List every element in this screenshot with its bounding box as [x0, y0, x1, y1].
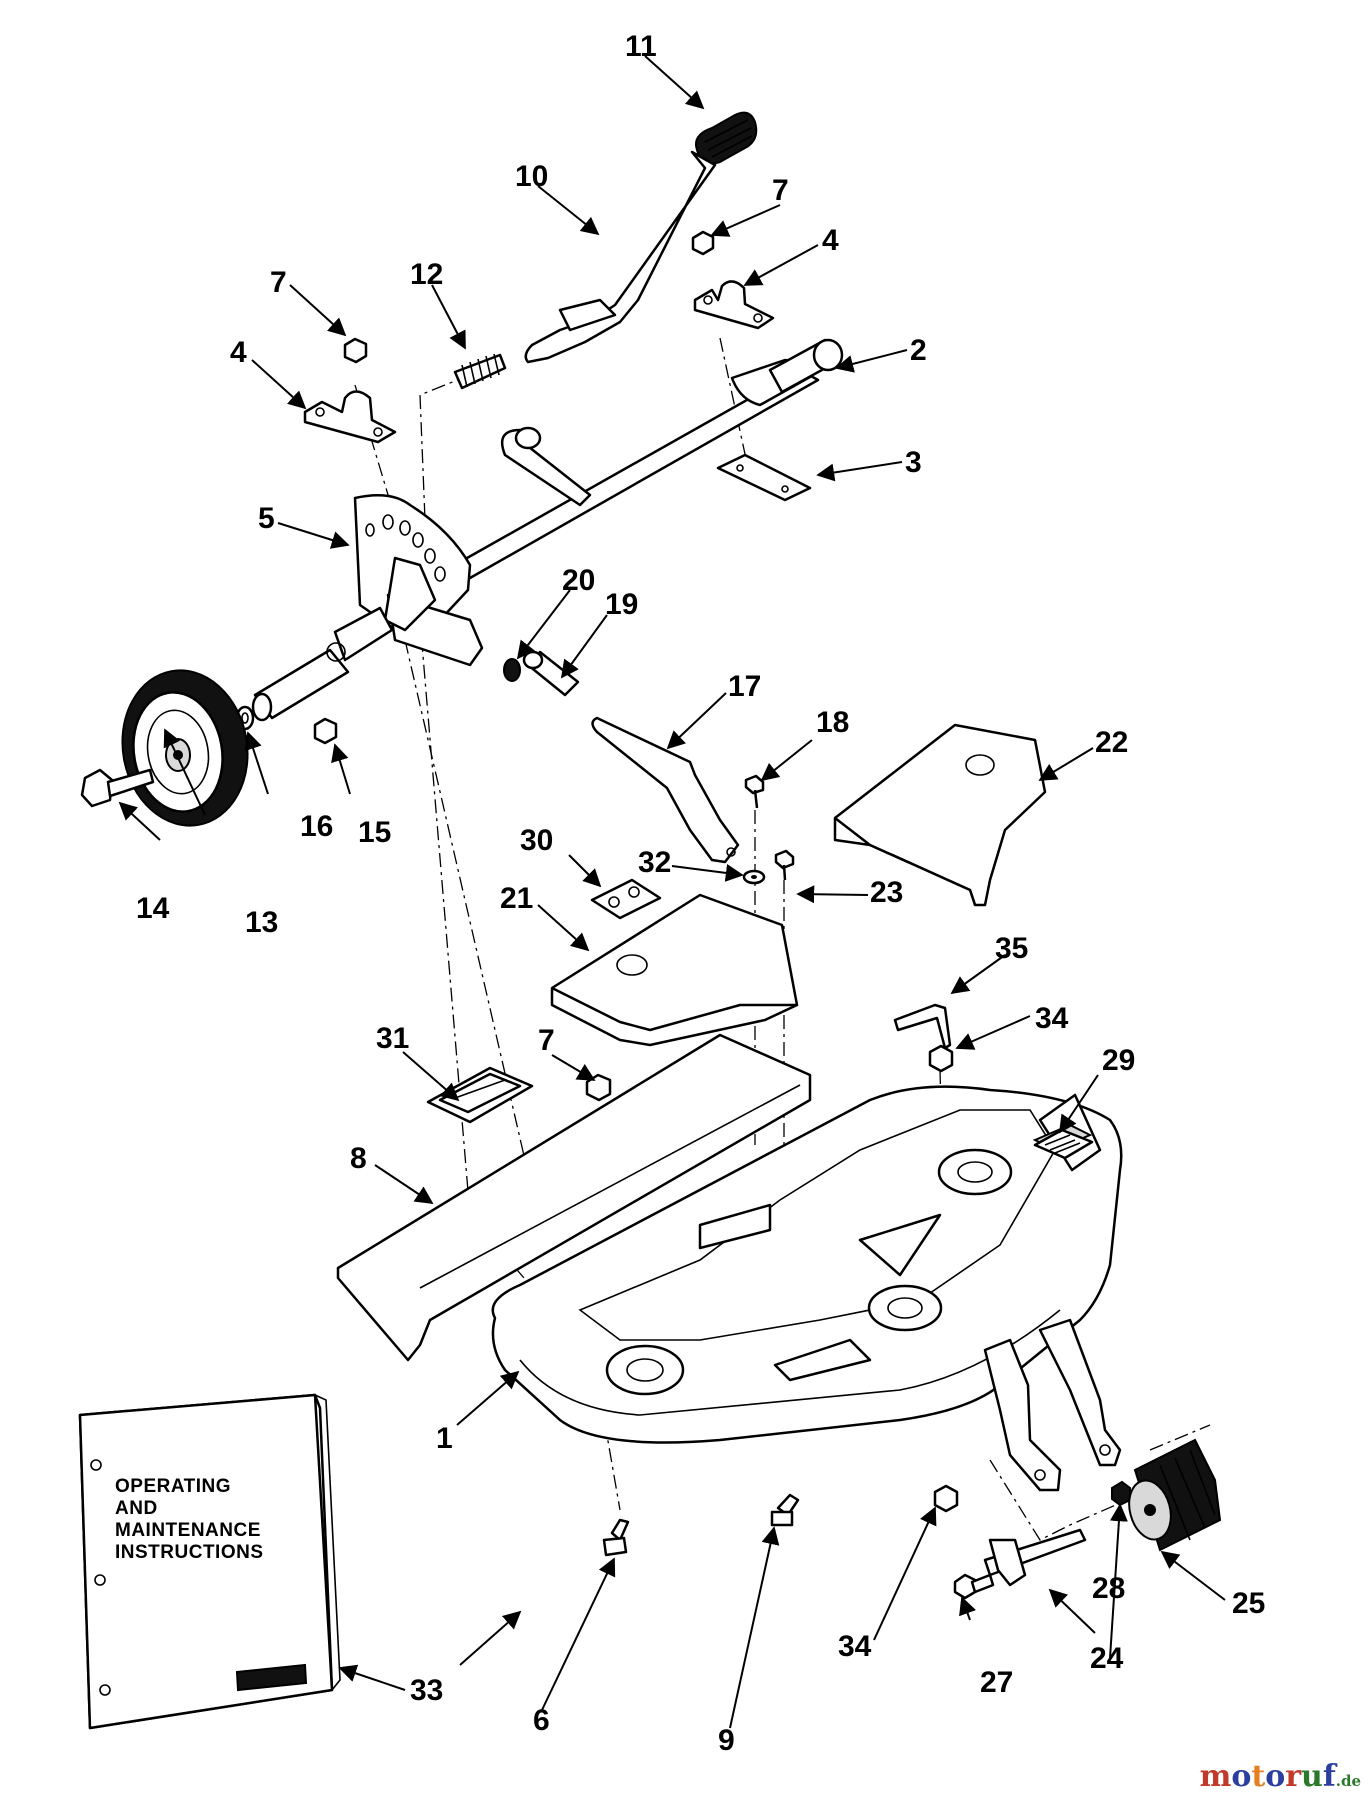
- callout-2: 2: [910, 334, 927, 367]
- part-9-screw: [770, 1493, 800, 1527]
- callout-6: 6: [533, 1704, 550, 1737]
- part-7-nut-top-left: [343, 337, 368, 364]
- callout-5: 5: [258, 502, 275, 535]
- part-8-baffle: [336, 1033, 812, 1362]
- manual-title-line-1: OPERATING: [115, 1476, 231, 1497]
- part-24-pin: [983, 1528, 1087, 1587]
- callout-34-upper: 34: [1035, 1002, 1069, 1035]
- part-32-washer: [742, 869, 766, 885]
- callout-34-lower: 34: [838, 1630, 872, 1663]
- part-7-nut-middle: [585, 1073, 612, 1102]
- part-28-nut: [1111, 1480, 1131, 1507]
- callout-8: 8: [350, 1142, 367, 1175]
- watermark-logo: motoruf.de: [1200, 1759, 1361, 1794]
- callout-4-left: 4: [230, 336, 247, 369]
- part-31-decal: [426, 1066, 534, 1124]
- part-35-hook: [893, 1003, 952, 1050]
- part-21-cover: [550, 893, 799, 1047]
- callout-15: 15: [358, 816, 391, 849]
- part-19-spacer: [522, 650, 580, 697]
- part-22-cover: [833, 723, 1047, 907]
- part-11-handle-grip: [695, 111, 758, 165]
- part-27-bolt: [953, 1573, 995, 1600]
- part-23-bolt: [774, 849, 795, 881]
- callout-25: 25: [1232, 1587, 1265, 1620]
- callout-33: 33: [410, 1674, 443, 1707]
- callout-9: 9: [718, 1724, 735, 1757]
- watermark-letter-m: m: [1199, 1759, 1232, 1794]
- callout-20: 20: [562, 564, 595, 597]
- callout-10: 10: [515, 160, 548, 193]
- part-10-lift-handle: [524, 150, 717, 364]
- part-34-nut-lower: [933, 1484, 959, 1513]
- callout-35: 35: [995, 932, 1028, 965]
- callout-13: 13: [245, 906, 278, 939]
- callout-7-top-left: 7: [270, 266, 287, 299]
- callout-14: 14: [136, 892, 170, 925]
- callout-22: 22: [1095, 726, 1128, 759]
- part-20-washer: [503, 658, 521, 682]
- manual-title-line-2: AND: [115, 1498, 158, 1519]
- watermark-letter-r: r: [1285, 1759, 1302, 1794]
- part-12-spring: [453, 353, 507, 390]
- callout-12: 12: [410, 258, 443, 291]
- part-4-clamp-left: [303, 390, 397, 444]
- callout-28: 28: [1092, 1572, 1125, 1605]
- part-14-bolt: [80, 768, 155, 808]
- callout-11: 11: [625, 30, 657, 63]
- part-4-clamp-right: [693, 280, 775, 330]
- callout-18: 18: [816, 706, 849, 739]
- callout-7-top-right: 7: [772, 174, 789, 207]
- callout-1: 1: [436, 1422, 453, 1455]
- watermark-letter-t: t: [1251, 1759, 1266, 1794]
- callout-30: 30: [520, 824, 553, 857]
- part-13-wheel: [121, 669, 249, 827]
- part-3-plate: [716, 453, 812, 502]
- callout-7-middle: 7: [538, 1024, 555, 1057]
- part-7-nut-top-right: [691, 230, 715, 256]
- part-25-roller: [1128, 1438, 1222, 1552]
- part-rear-brackets: [983, 1318, 1122, 1492]
- callout-4-right: 4: [822, 224, 839, 257]
- part-2-lift-shaft: [458, 338, 844, 580]
- part-15-nut: [313, 717, 338, 745]
- callout-31: 31: [376, 1022, 409, 1055]
- callout-16: 16: [300, 810, 333, 843]
- callout-labels: 1 2 3 4 4 5 6 7 7 7 7 8 9 10 11 12 13 14…: [136, 30, 1265, 1757]
- part-6-screw: [602, 1518, 630, 1557]
- watermark-letter-o: o: [1231, 1759, 1252, 1794]
- callout-3: 3: [905, 446, 922, 479]
- callout-19: 19: [605, 588, 638, 621]
- callout-29: 29: [1102, 1044, 1135, 1077]
- part-axle-assembly: [251, 606, 394, 722]
- callout-27: 27: [980, 1666, 1013, 1699]
- part-29-decal: [1033, 1128, 1094, 1160]
- part-5-bracket: [353, 493, 484, 667]
- part-30-decal: [590, 878, 662, 920]
- callout-21: 21: [500, 882, 533, 915]
- callout-32: 32: [638, 846, 671, 879]
- watermark-letter-u: u: [1301, 1759, 1323, 1794]
- manual-title-line-4: INSTRUCTIONS: [115, 1542, 264, 1563]
- watermark-letter-f: f: [1322, 1759, 1336, 1794]
- part-18-bolt: [744, 774, 765, 809]
- callout-23: 23: [870, 876, 903, 909]
- part-34-nut-upper: [928, 1044, 954, 1073]
- watermark-letter-o-2: o: [1265, 1759, 1286, 1794]
- manual-title-line-3: MAINTENANCE: [115, 1520, 261, 1541]
- callout-24: 24: [1090, 1642, 1124, 1675]
- watermark-domain: .de: [1335, 1772, 1361, 1790]
- part-33-manual: OPERATING AND MAINTENANCE INSTRUCTIONS: [78, 1393, 341, 1730]
- leader-lines: [118, 55, 1226, 1729]
- callout-17: 17: [728, 670, 761, 703]
- part-17-link: [591, 716, 740, 864]
